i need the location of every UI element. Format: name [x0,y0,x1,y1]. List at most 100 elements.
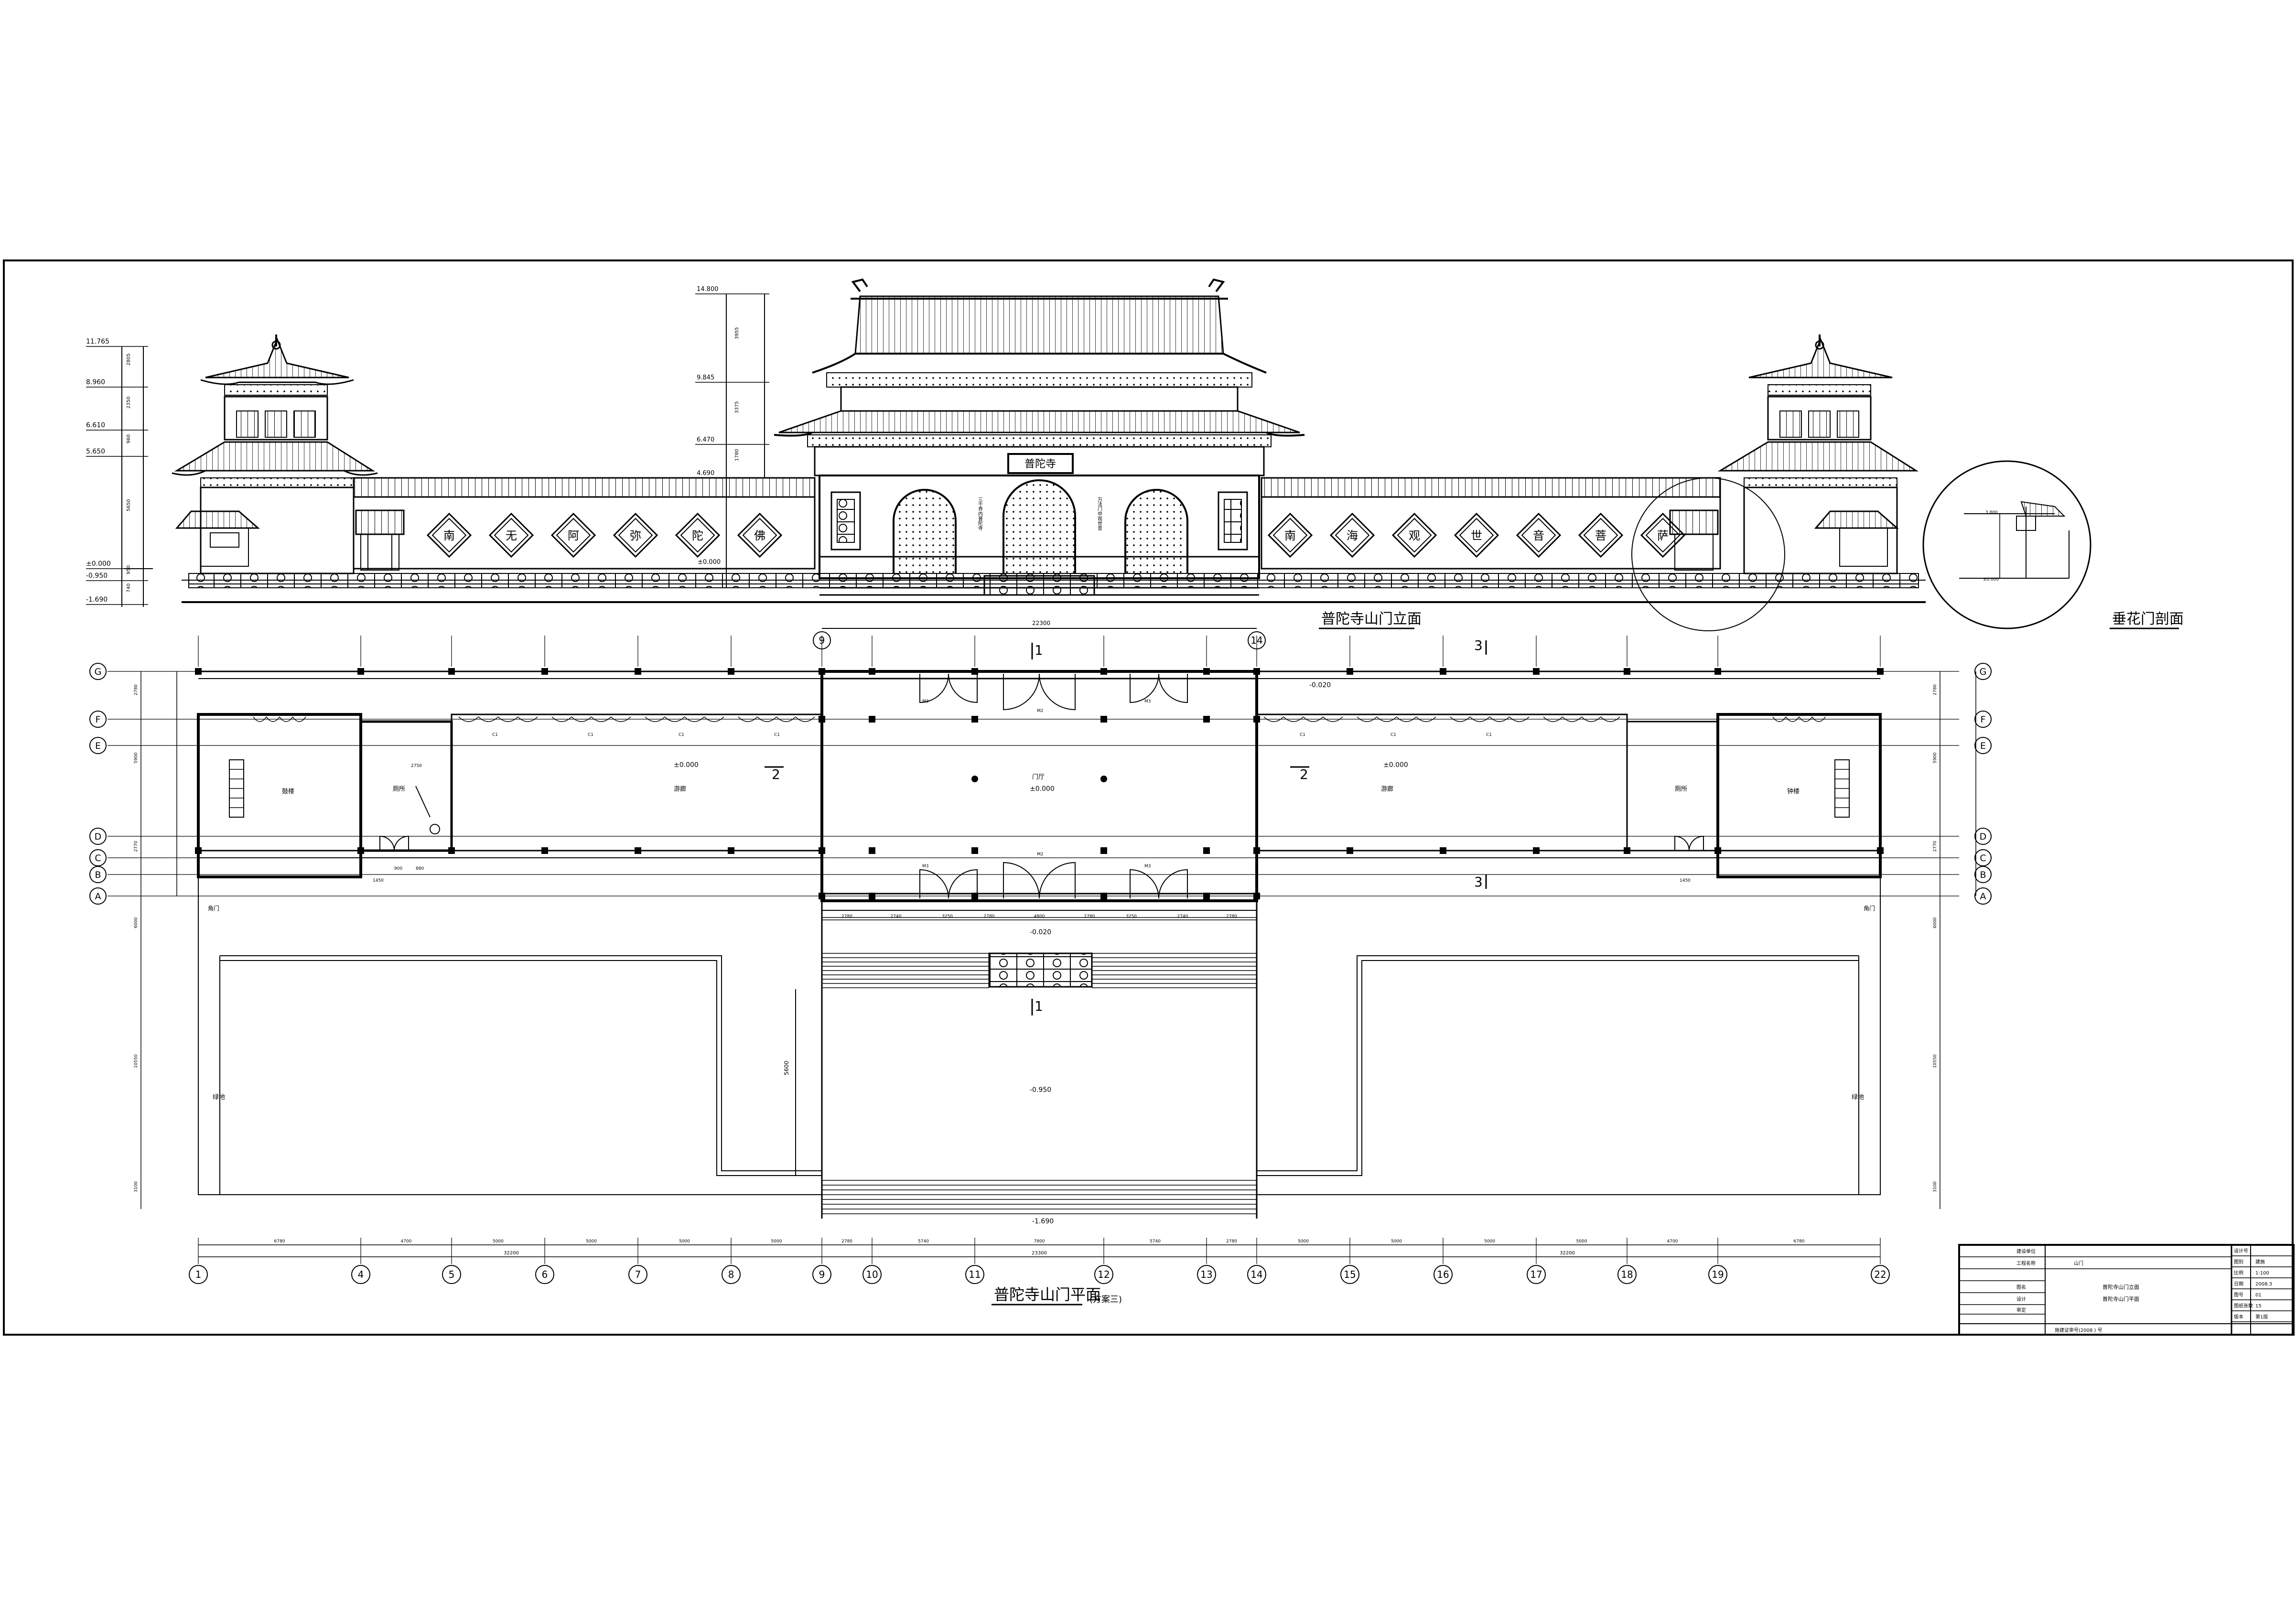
axis-bubble [1197,1265,1216,1284]
level-label: ±0.000 [86,560,111,568]
wall-char-diamond [737,512,783,558]
wall-char: 世 [1471,529,1482,542]
column [541,847,548,854]
column [1533,847,1540,854]
window-tag: C1 [588,733,593,737]
front-steps [822,910,1257,988]
column [971,716,978,723]
stair-left [229,759,244,818]
tb-right-label: 图别 [2234,1259,2243,1265]
axis-label: 11 [969,1269,981,1280]
axis-label: A [1980,891,1986,902]
label-jiaomen-right: 角门 [1864,905,1875,912]
tb-label-design: 设计 [2016,1296,2026,1302]
dim-label: 3250 [1126,914,1137,919]
column [819,847,825,854]
tb-footer: 施建证审号(2008 ) 号 [2055,1327,2102,1333]
axis-bubble [722,1265,741,1284]
dim-label: 5740 [1150,1239,1161,1244]
door-tag: M3 [1144,864,1151,869]
tb-right-label: 版本 [2234,1314,2243,1320]
dim-label: 2805 [126,354,131,366]
dim-total: 32200 [1560,1251,1575,1256]
axis-label: 14 [1250,635,1262,646]
wall-char: 南 [443,529,455,542]
label-jiaomen-left: 角门 [208,905,219,912]
axis-bubble [1708,1265,1727,1284]
wall-char-diamond [550,512,596,558]
section-level-bottom: ±0.000 [1983,577,1999,582]
dim-label: 2780 [134,684,139,695]
column [1100,716,1107,723]
wall-right [1261,477,1721,570]
tb-drawing-name-2: 普陀寺山门平面 [2102,1296,2139,1302]
dim-label: 6780 [1794,1239,1805,1244]
level-plaza: -0.950 [1030,1086,1051,1094]
column [1100,668,1107,675]
axis-bubble [89,828,107,845]
axis-label: 18 [1621,1269,1633,1280]
chuihua-gate-left [355,509,405,571]
wall-char: 观 [1409,529,1420,542]
dim-label: 900 [394,866,402,871]
dim-label: 4700 [401,1239,412,1244]
axis-label: 5 [449,1269,455,1280]
axis-label: D [1980,831,1987,842]
dim-label: 5740 [918,1239,929,1244]
dim-label: 5000 [1576,1239,1587,1244]
elevation-title: 普陀寺山门立面 [1321,611,1422,627]
window-tag: C1 [1300,733,1305,737]
tb-label-project: 工程名称 [2016,1260,2036,1266]
dim-label: 10550 [1933,1054,1938,1068]
axis-label: C [1980,853,1986,864]
door-tag: M3 [922,699,929,704]
axis-bubble [89,737,107,754]
axis-label: 4 [358,1269,364,1280]
axis-bubble [535,1265,554,1284]
column [195,668,202,675]
wall-char: 佛 [754,529,765,542]
drum-tower-elevation [172,335,378,574]
column [448,847,455,854]
section-mark-3-bottom: 3 [1474,874,1483,890]
dim-label: 5900 [134,752,139,763]
level-front-right: -0.020 [1309,681,1331,689]
axis-bubble [862,1265,882,1284]
tb-right-value: 15 [2255,1304,2262,1309]
dim-label: 3955 [734,327,740,339]
dim-label: 2780 [1933,684,1938,695]
section-level-top: 3.800 [1985,510,1998,515]
detail-callout-circle [1631,477,1785,631]
wall-char-diamond [675,512,721,558]
column [1253,668,1260,675]
tb-right-label: 比例 [2234,1270,2243,1276]
bell-tower-elevation [1717,335,1919,574]
axis-label: 12 [1098,1269,1110,1280]
bottom-steps [822,1180,1257,1214]
window-tag: C1 [774,733,780,737]
column [971,847,978,854]
dim-label: 5000 [1484,1239,1495,1244]
column [1533,668,1540,675]
axis-label: C [95,853,101,864]
column [1347,847,1353,854]
dim-label: 1780 [734,449,740,461]
dim-label: 1450 [1680,878,1691,883]
column [1203,668,1210,675]
wall-char: 弥 [630,529,641,542]
axis-label: E [1980,741,1986,751]
corridor-windows [253,716,1826,722]
column [971,668,978,675]
column [819,716,825,723]
axis-label: D [95,831,102,842]
axis-bubble [1974,866,1992,883]
axis-label: B [95,870,101,880]
tb-right-label: 图号 [2234,1292,2243,1298]
dim-label: 3375 [734,401,740,413]
dim-label: 2780 [1226,1239,1237,1244]
dim-label: 2780 [841,914,852,919]
